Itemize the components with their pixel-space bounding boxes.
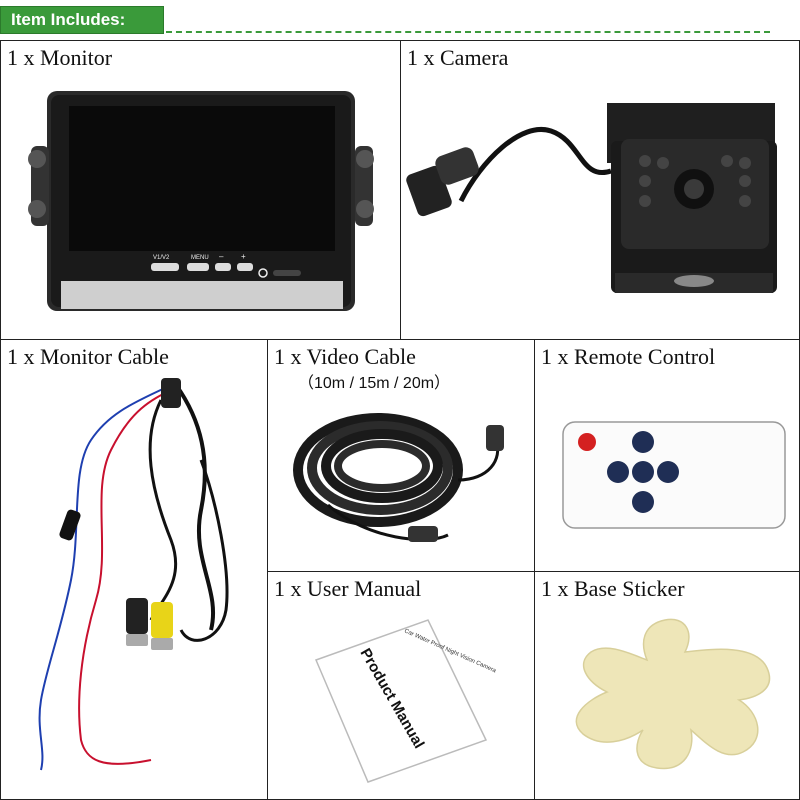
camera-image bbox=[406, 103, 777, 293]
monitor-btn-menu: MENU bbox=[191, 255, 209, 261]
section-banner: Item Includes: bbox=[0, 6, 164, 34]
remote-control-image bbox=[562, 421, 786, 529]
monitor-image: V1/V2 MENU – + bbox=[28, 91, 374, 311]
item-remote-control: 1 x Remote Control bbox=[534, 339, 800, 572]
banner-title: Item Includes: bbox=[11, 10, 126, 29]
item-camera: 1 x Camera bbox=[400, 40, 800, 340]
item-label-monitor-cable: 1 x Monitor Cable bbox=[7, 344, 169, 369]
monitor-btn-minus: – bbox=[219, 252, 224, 261]
video-cable-lengths: （10m / 15m / 20m） bbox=[298, 375, 451, 392]
item-label-base-sticker: 1 x Base Sticker bbox=[541, 576, 685, 601]
item-base-sticker: 1 x Base Sticker bbox=[534, 571, 800, 800]
base-sticker-image bbox=[575, 618, 771, 770]
item-label-remote-control: 1 x Remote Control bbox=[541, 344, 716, 369]
item-label-monitor: 1 x Monitor bbox=[7, 45, 113, 70]
item-user-manual: 1 x User Manual Product Manual Car Water… bbox=[267, 571, 535, 800]
banner-divider bbox=[166, 31, 770, 33]
user-manual-image: Product Manual Car Water Proof Night Vis… bbox=[314, 619, 497, 783]
item-label-video-cable: 1 x Video Cable bbox=[274, 344, 416, 369]
item-monitor-cable: 1 x Monitor Cable bbox=[0, 339, 268, 800]
item-monitor: 1 x Monitor V1/V2 MENU – + bbox=[0, 40, 401, 340]
item-video-cable: 1 x Video Cable （10m / 15m / 20m） bbox=[267, 339, 535, 572]
monitor-cable-image bbox=[38, 378, 229, 771]
item-label-camera: 1 x Camera bbox=[407, 45, 509, 70]
item-label-user-manual: 1 x User Manual bbox=[274, 576, 422, 601]
monitor-btn-plus: + bbox=[241, 252, 246, 261]
video-cable-image bbox=[293, 413, 504, 542]
monitor-btn-v1v2: V1/V2 bbox=[153, 255, 170, 261]
